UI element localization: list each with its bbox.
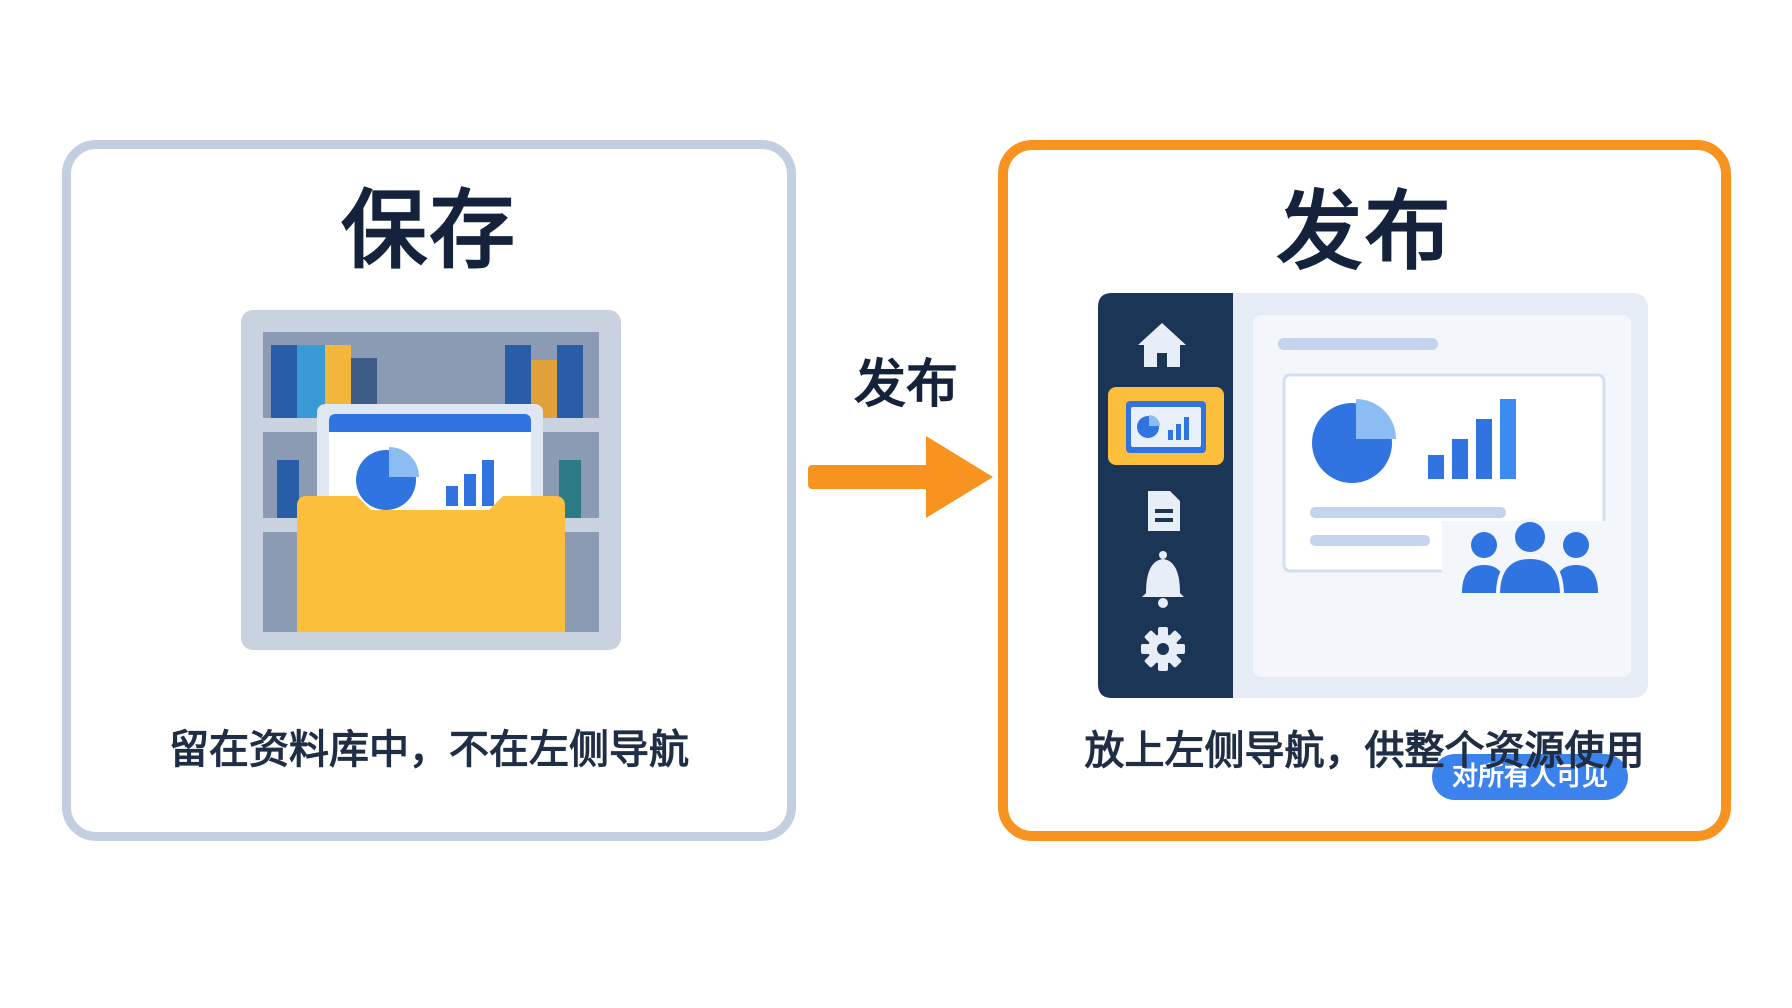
right-arrow-icon <box>808 436 993 518</box>
publish-title: 发布 <box>1276 182 1453 282</box>
library-shelf-illustration <box>241 310 621 650</box>
visible-to-all-badge: 对所有人可见 <box>1432 754 1628 800</box>
publish-caption: 放上左侧导航，供整个资源使用 <box>1084 728 1645 774</box>
pie-chart-icon <box>1312 399 1396 483</box>
content-header-bar <box>1278 338 1438 350</box>
home-icon <box>1138 323 1186 367</box>
document-icon <box>1148 491 1180 531</box>
book-icon <box>557 345 583 418</box>
bar-chart-icon <box>446 460 494 506</box>
save-panel: 保存 <box>62 140 796 841</box>
people-group-icon <box>1442 518 1628 597</box>
publish-panel: 发布 <box>998 140 1731 841</box>
save-caption: 留在资料库中，不在左侧导航 <box>169 727 689 773</box>
book-icon <box>271 345 297 418</box>
dashboard-nav-item <box>1108 387 1224 465</box>
bar-chart-icon <box>1428 399 1516 479</box>
publish-arrow-label: 发布 <box>853 355 958 415</box>
folder-icon <box>297 496 565 632</box>
bell-icon <box>1142 551 1184 608</box>
app-window-illustration: 对所有人可见 <box>1098 293 1648 800</box>
save-title: 保存 <box>341 181 517 281</box>
pie-chart-icon <box>356 447 419 510</box>
book-icon <box>277 460 299 518</box>
gear-icon <box>1141 627 1185 671</box>
